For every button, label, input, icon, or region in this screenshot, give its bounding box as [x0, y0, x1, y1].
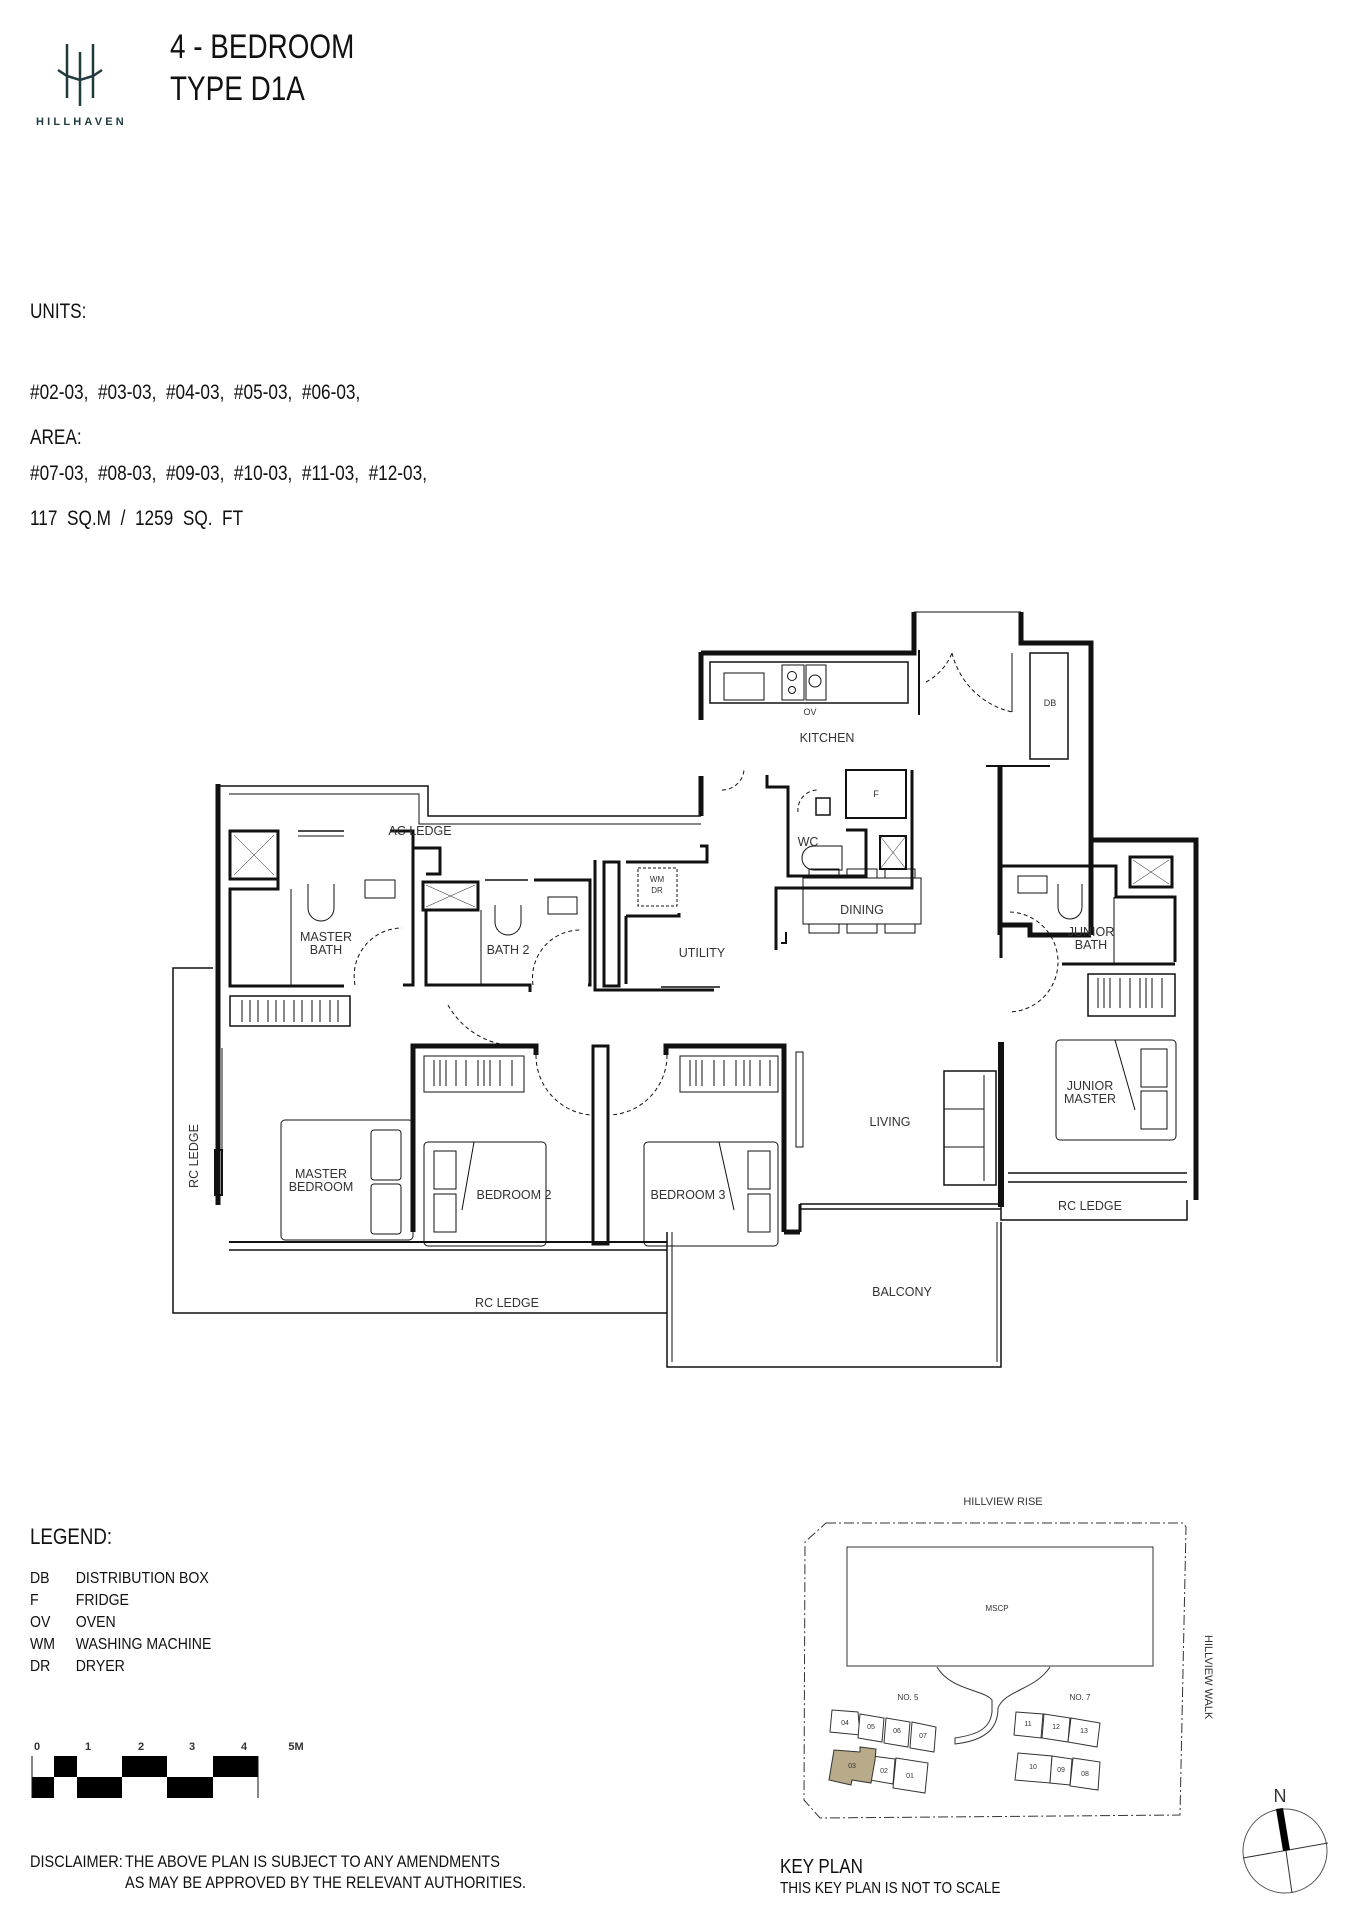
legend-title: LEGEND: [30, 1524, 113, 1549]
label-master-bath-1: MASTER [300, 930, 352, 944]
block-no-7: NO. 7 [1070, 1693, 1091, 1702]
area-section: AREA: 117 SQ.M / 1259 SQ. FT [30, 370, 243, 559]
highlighted-unit-stack [828, 1746, 877, 1786]
units-line-1: #02-03, #03-03, #04-03, #05-03, #06-03, [30, 381, 361, 404]
scale-tick-3: 3 [189, 1741, 195, 1753]
stack-09: 09 [1057, 1767, 1065, 1774]
label-kitchen: KITCHEN [800, 731, 855, 745]
label-junior-master-2: MASTER [1064, 1092, 1116, 1106]
stack-04: 04 [841, 1720, 849, 1727]
stack-02: 02 [880, 1768, 888, 1775]
disclaimer: DISCLAIMER:THE ABOVE PLAN IS SUBJECT TO … [30, 1852, 526, 1894]
label-utility: UTILITY [679, 946, 726, 960]
stack-10: 10 [1029, 1764, 1037, 1771]
north-compass-icon: N [1242, 1786, 1329, 1894]
key-plan: MSCP HILLVIEW RISE HILLVIEW WALK NO. 5 N… [803, 1496, 1214, 1819]
label-rc-ledge-right: RC LEDGE [1058, 1199, 1122, 1213]
brand-name: HILLHAVEN [36, 116, 127, 128]
balcony-outline [666, 1222, 1002, 1368]
label-bedroom-3: BEDROOM 3 [650, 1188, 725, 1202]
label-bedroom-2: BEDROOM 2 [476, 1188, 551, 1202]
title-type: TYPE D1A [170, 70, 305, 108]
label-wm: WM [650, 875, 665, 884]
scale-tick-2: 2 [138, 1741, 144, 1753]
stack-03: 03 [848, 1763, 856, 1770]
label-master-bedroom-2: BEDROOM [289, 1180, 354, 1194]
disclaimer-line-2: AS MAY BE APPROVED BY THE RELEVANT AUTHO… [125, 1874, 527, 1892]
label-rc-ledge-left: RC LEDGE [187, 1124, 201, 1188]
label-junior-bath-2: BATH [1075, 938, 1107, 952]
stack-12: 12 [1052, 1724, 1060, 1731]
stack-05: 05 [867, 1724, 875, 1731]
area-value: 117 SQ.M / 1259 SQ. FT [30, 507, 244, 530]
label-bath-2: BATH 2 [487, 943, 530, 957]
scale-tick-5: 5M [288, 1741, 303, 1753]
label-db: DB [1044, 698, 1057, 708]
stack-06: 06 [893, 1728, 901, 1735]
rc-ledge-right-outline [1000, 1200, 1188, 1221]
hillhaven-logo [30, 30, 140, 130]
scale-bar: 0 1 2 3 4 5M [31, 1741, 304, 1798]
key-plan-title: KEY PLAN [780, 1856, 863, 1878]
title-bedroom-count: 4 - BEDROOM [170, 28, 355, 66]
key-plan-subtitle: THIS KEY PLAN IS NOT TO SCALE [780, 1880, 1001, 1897]
label-oven: OV [803, 707, 816, 717]
key-plan-road-top: HILLVIEW RISE [963, 1496, 1042, 1508]
logo-mark-icon [57, 44, 103, 106]
unit-type-title: 4 - BEDROOM TYPE D1A [170, 26, 354, 110]
label-fridge: F [873, 789, 879, 799]
area-label: AREA: [30, 426, 82, 449]
label-wc: WC [798, 835, 819, 849]
label-dr: DR [651, 886, 663, 895]
label-junior-master-1: JUNIOR [1067, 1079, 1114, 1093]
scale-tick-1: 1 [85, 1741, 91, 1753]
label-balcony: BALCONY [872, 1285, 932, 1299]
disclaimer-line-1: THE ABOVE PLAN IS SUBJECT TO ANY AMENDME… [125, 1853, 500, 1871]
label-junior-bath-1: JUNIOR [1068, 925, 1115, 939]
stack-01: 01 [906, 1773, 914, 1780]
units-line-2: #07-03, #08-03, #09-03, #10-03, #11-03, … [30, 462, 427, 485]
compass-north-label: N [1274, 1786, 1287, 1806]
label-ac-ledge: AC LEDGE [388, 824, 451, 838]
stack-08: 08 [1081, 1771, 1089, 1778]
label-rc-ledge-bottom: RC LEDGE [475, 1296, 539, 1310]
disclaimer-label: DISCLAIMER: [30, 1853, 123, 1871]
key-plan-road-right: HILLVIEW WALK [1202, 1635, 1214, 1720]
stack-13: 13 [1080, 1728, 1088, 1735]
label-master-bath-2: BATH [310, 943, 342, 957]
stack-11: 11 [1024, 1721, 1031, 1728]
label-dining: DINING [840, 903, 884, 917]
key-plan-mscp: MSCP [985, 1604, 1008, 1613]
label-master-bedroom-1: MASTER [295, 1167, 347, 1181]
units-label: UNITS: [30, 300, 87, 323]
entry-door-swing [925, 652, 1013, 713]
block-no-5: NO. 5 [898, 1693, 919, 1702]
stack-07: 07 [919, 1733, 927, 1740]
scale-tick-0: 0 [34, 1741, 40, 1753]
label-living: LIVING [870, 1115, 911, 1129]
units-section: UNITS: #02-03, #03-03, #04-03, #05-03, #… [30, 244, 427, 514]
scale-tick-4: 4 [241, 1741, 248, 1753]
rc-ledge-outline [172, 967, 667, 1314]
